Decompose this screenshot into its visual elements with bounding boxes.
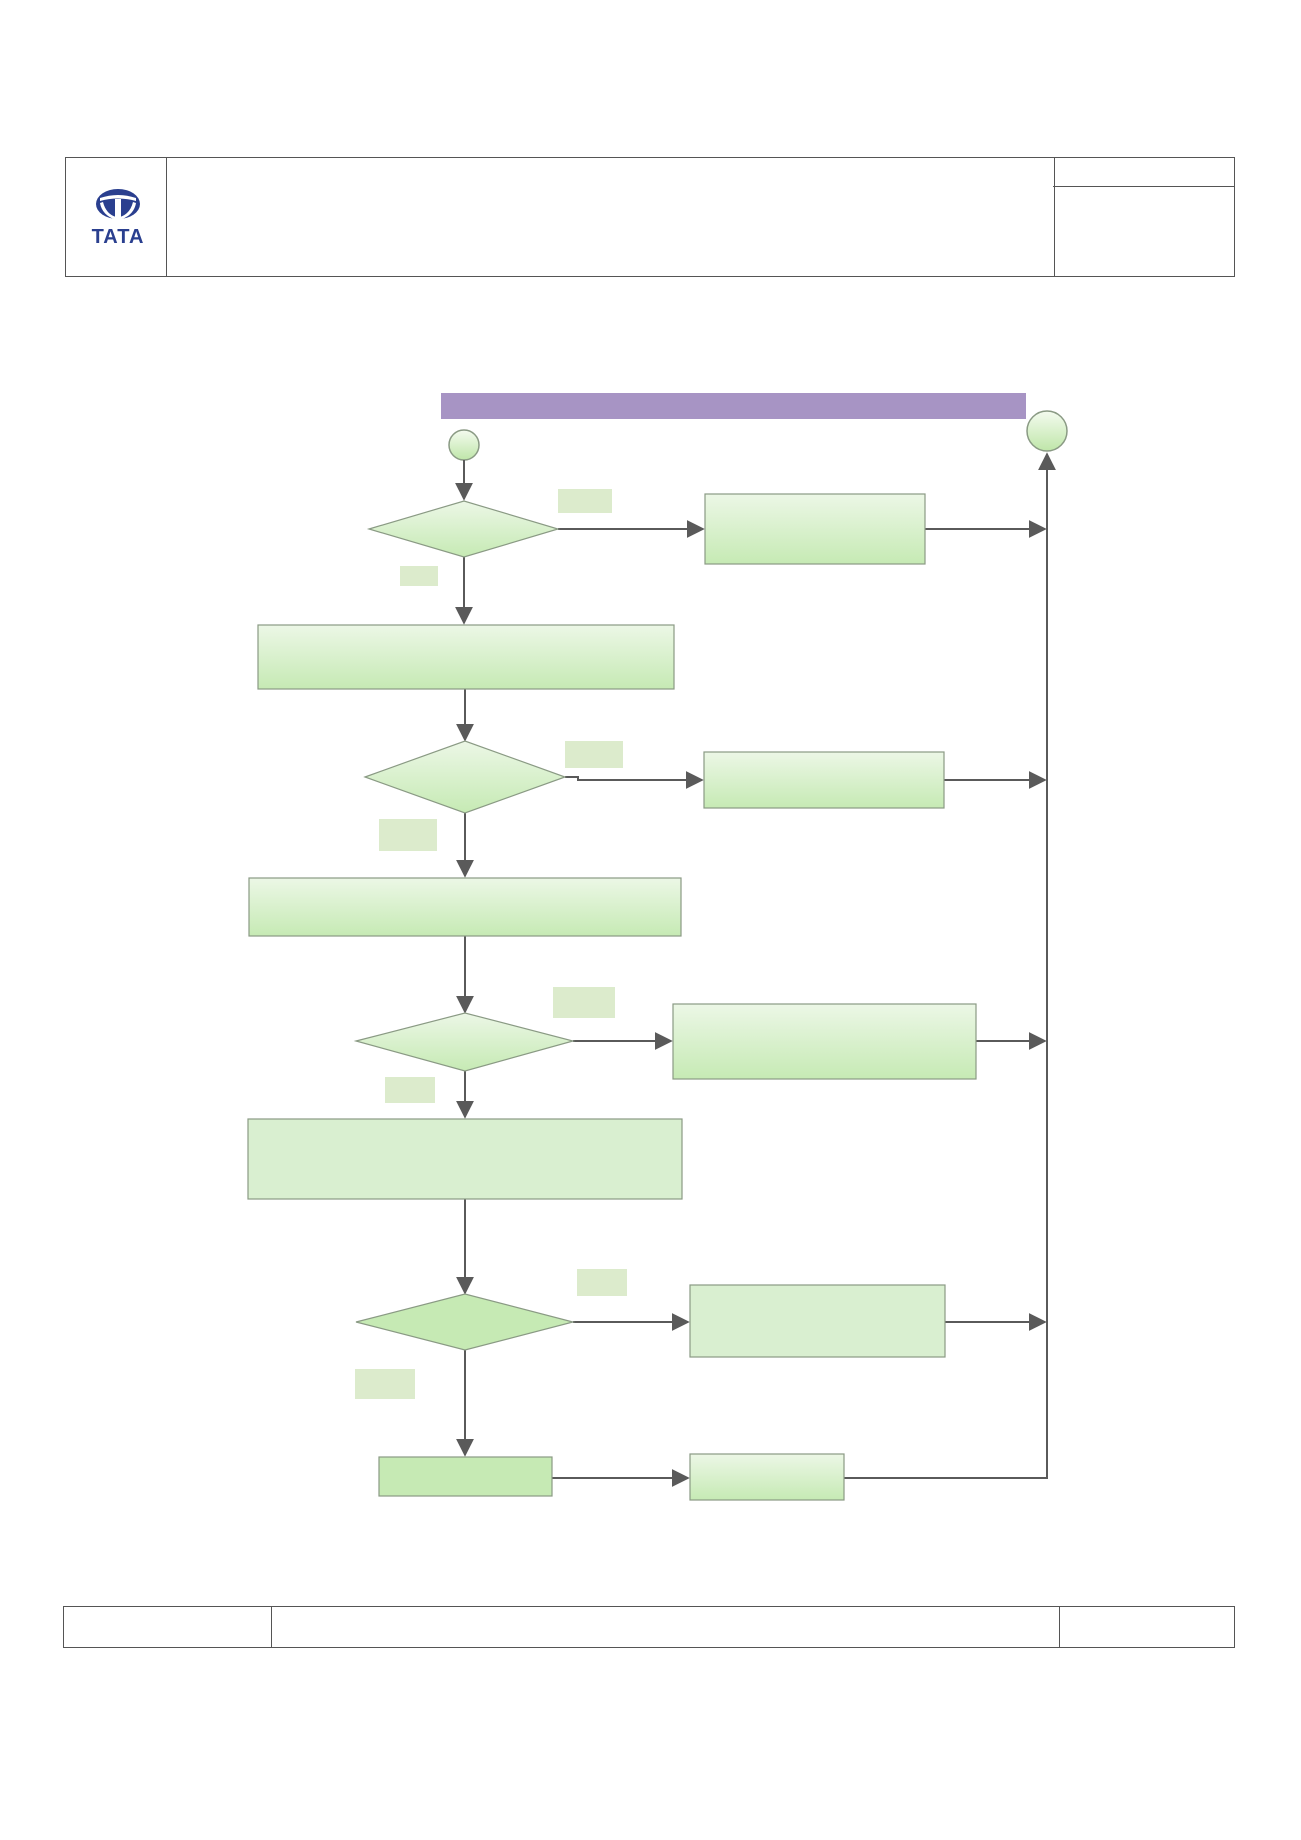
outcome-3-box <box>672 1003 977 1080</box>
decision-1 <box>366 500 561 558</box>
logo-cell: TATA <box>66 158 167 276</box>
decision-2-no-chip <box>379 819 437 851</box>
meta-cell-top <box>1053 158 1234 187</box>
process-step-2 <box>248 877 682 937</box>
process-step-4 <box>378 1456 553 1497</box>
process-step-1 <box>257 624 675 690</box>
footer-cell-right <box>1059 1607 1234 1647</box>
decision-4 <box>355 1293 576 1351</box>
outcome-5-box <box>689 1453 845 1501</box>
start-node <box>448 429 480 461</box>
process-step-3 <box>247 1118 683 1200</box>
decision-1-yes-chip <box>558 489 612 513</box>
connector-d2-r2 <box>565 771 704 789</box>
decision-2 <box>363 740 567 814</box>
document-footer-table <box>63 1606 1235 1648</box>
outcome-4-box <box>689 1284 946 1358</box>
outcome-2-box <box>703 751 945 809</box>
decision-3 <box>353 1012 576 1072</box>
footer-cell-middle <box>272 1607 1059 1647</box>
flow-title-banner <box>441 393 1026 419</box>
title-cell <box>166 158 1055 276</box>
document-header-table: TATA <box>65 157 1235 277</box>
decision-2-yes-chip <box>565 741 623 768</box>
connector-r5-end-spine <box>844 452 1056 1479</box>
decision-3-no-chip <box>385 1077 435 1103</box>
logo-wordmark: TATA <box>92 226 145 247</box>
decision-4-yes-chip <box>577 1269 627 1296</box>
outcome-1-box <box>704 493 926 565</box>
decision-4-no-chip <box>355 1369 415 1399</box>
decision-3-yes-chip <box>553 987 615 1018</box>
tata-logo: TATA <box>92 189 145 247</box>
footer-cell-left <box>64 1607 272 1647</box>
end-node <box>1026 410 1068 452</box>
decision-1-no-chip <box>400 566 438 586</box>
